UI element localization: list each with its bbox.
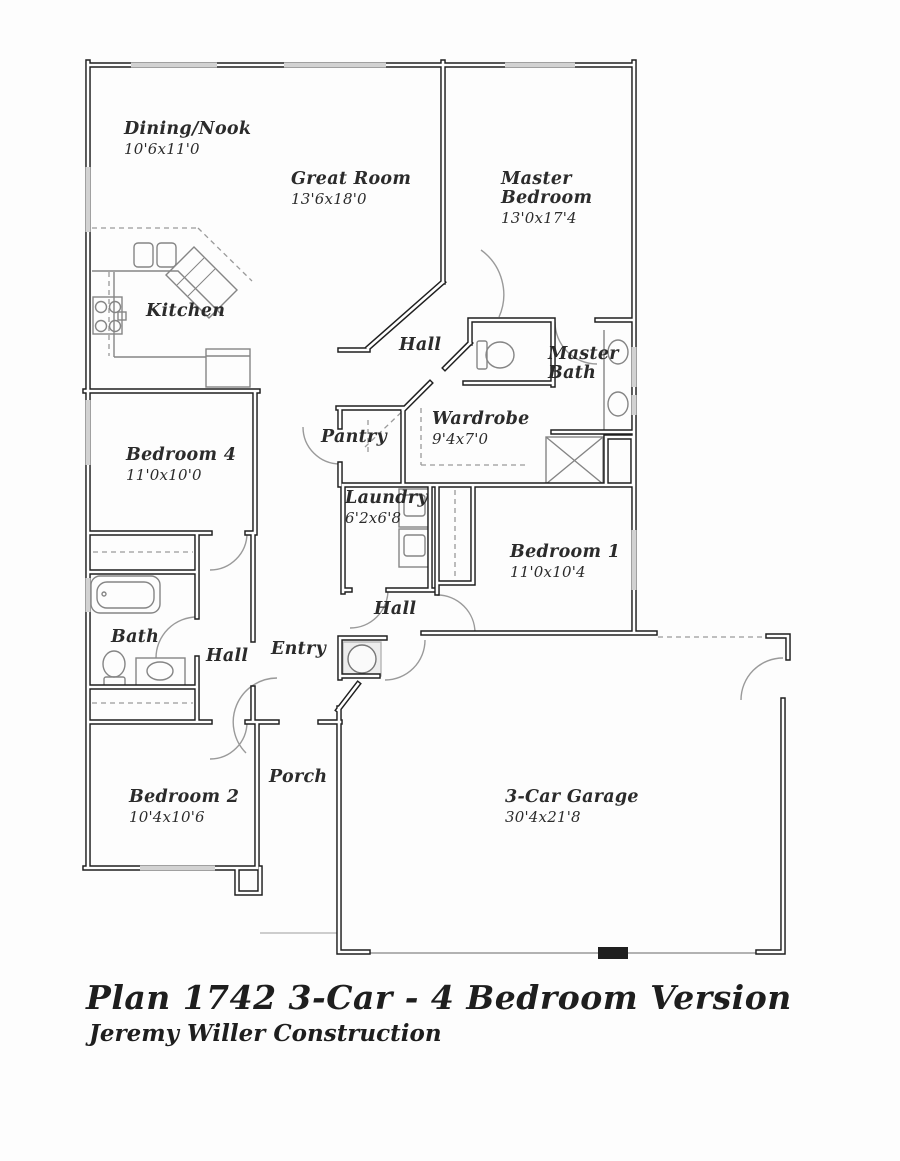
kitchen-sink-icon xyxy=(133,242,177,268)
water-heater-icon xyxy=(342,641,382,677)
room-label-garage: 3-Car Garage 30'4x21'8 xyxy=(505,787,639,826)
wc-toilet-icon xyxy=(476,340,515,370)
plan-title: Plan 1742 3-Car - 4 Bedroom Version xyxy=(86,978,792,1017)
room-label-great-room: Great Room 13'6x18'0 xyxy=(291,169,412,208)
room-label-bedroom4: Bedroom 4 11'0x10'0 xyxy=(126,445,237,484)
room-label-pantry: Pantry xyxy=(321,427,388,447)
master-bath-door-arc xyxy=(554,321,598,365)
bedroom1-door-arc xyxy=(436,594,476,634)
pantry-door-arc xyxy=(302,426,341,465)
room-label-porch: Porch xyxy=(269,767,328,787)
bath-sink-icon xyxy=(135,657,186,687)
entry-hall-door-arc xyxy=(384,639,426,681)
room-label-dining: Dining/Nook 10'6x11'0 xyxy=(124,119,252,158)
dashed-line-group xyxy=(92,227,768,704)
room-label-bath: Bath xyxy=(111,627,160,647)
window-group xyxy=(85,62,637,871)
room-label-hall-middle: Hall xyxy=(374,599,417,619)
master-vanity-icon xyxy=(603,330,629,430)
garage-door-pier xyxy=(598,947,628,959)
front-door-arc xyxy=(232,677,278,754)
room-label-laundry: Laundry 6'2x6'8 xyxy=(345,488,428,527)
room-label-wardrobe: Wardrobe 9'4x7'0 xyxy=(432,409,530,448)
room-label-master-bath: Master Bath xyxy=(548,344,619,383)
room-label-hall-bath: Hall xyxy=(206,646,249,666)
kitchen-cabinet-dashed xyxy=(92,227,253,356)
room-label-bedroom2: Bedroom 2 10'4x10'6 xyxy=(129,787,240,826)
bedroom4-door-arc xyxy=(209,532,248,571)
fixture-group xyxy=(90,242,758,954)
title-block: Plan 1742 3-Car - 4 Bedroom Version Jere… xyxy=(86,978,792,1047)
room-label-bedroom1: Bedroom 1 11'0x10'4 xyxy=(510,542,621,581)
room-label-hall-upper: Hall xyxy=(399,335,442,355)
stove-icon xyxy=(92,296,127,335)
bath-toilet-icon xyxy=(102,650,126,687)
plan-subtitle: Jeremy Willer Construction xyxy=(89,1020,442,1047)
bathtub-icon xyxy=(90,575,161,614)
room-label-master-bedroom: Master Bedroom 13'0x17'4 xyxy=(501,169,593,227)
bath-door-arc xyxy=(155,616,198,659)
bedroom2-door-arc xyxy=(209,721,248,760)
shower-icon xyxy=(545,436,604,485)
room-label-kitchen: Kitchen xyxy=(146,301,226,321)
garage-side-door-arc xyxy=(740,657,784,701)
refrigerator-icon xyxy=(205,348,251,388)
laundry-door-arc xyxy=(349,589,389,629)
door-arc-group xyxy=(155,249,784,760)
room-label-entry: Entry xyxy=(271,639,327,659)
master-bedroom-door-arc xyxy=(480,249,505,318)
